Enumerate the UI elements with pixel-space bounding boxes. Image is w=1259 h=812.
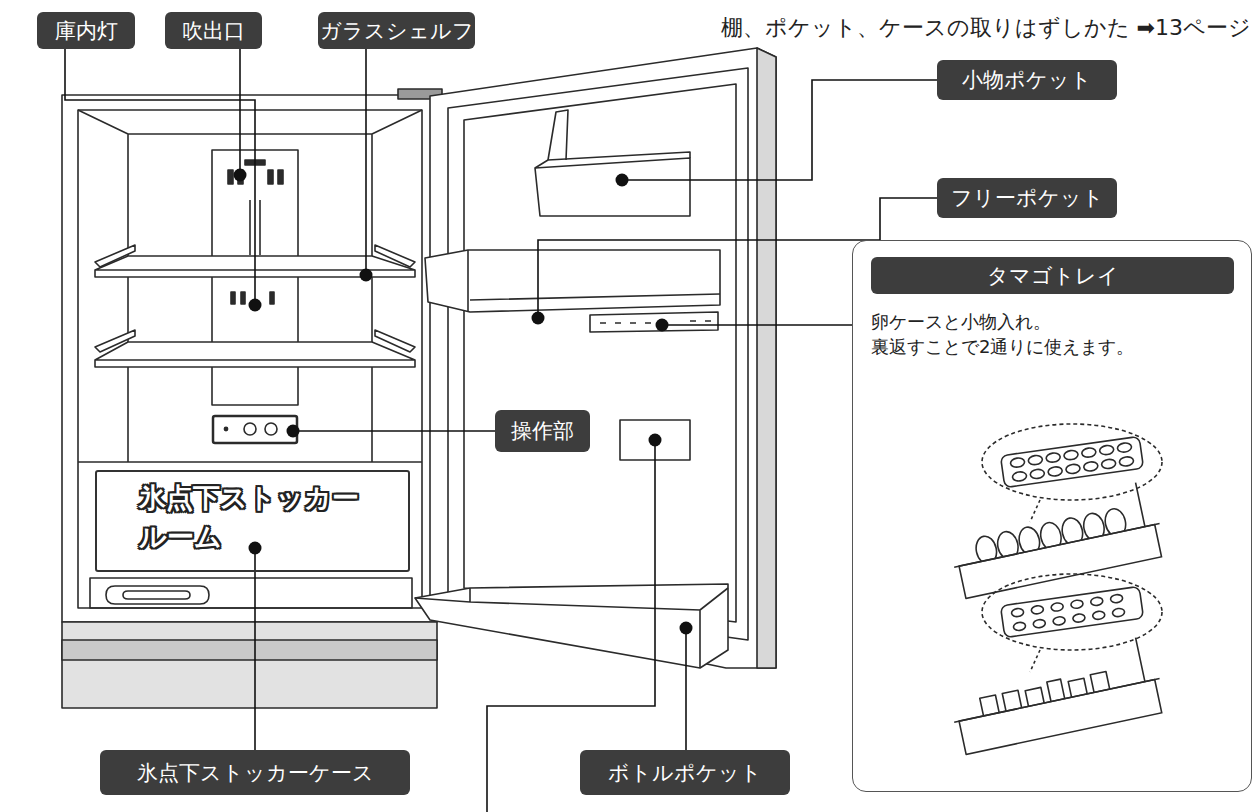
leader-dot bbox=[649, 434, 662, 447]
part-label: 吹出口 bbox=[165, 12, 262, 49]
cavity-edge bbox=[78, 110, 422, 608]
part-name: 操作部 bbox=[511, 417, 574, 445]
leader-line bbox=[622, 80, 937, 180]
part-label: 氷点下ストッカーケース bbox=[100, 750, 410, 795]
leader-dot bbox=[249, 542, 262, 555]
part-label: ガラスシェルフ bbox=[318, 12, 475, 49]
note-text: 卵ケースと小物入れ。 裏返すことで2通りに使えます。 bbox=[871, 309, 1216, 359]
part-label: タマゴトレイ bbox=[871, 257, 1234, 294]
glass-shelf bbox=[95, 342, 415, 367]
leader-dot bbox=[680, 622, 693, 635]
door-pocket bbox=[945, 479, 1160, 567]
door-panel bbox=[430, 48, 776, 668]
leader-line bbox=[65, 48, 255, 305]
door-pocket bbox=[945, 634, 1160, 722]
part-name: 小物ポケット bbox=[962, 66, 1092, 94]
small-pocket bbox=[535, 152, 690, 168]
indicator bbox=[224, 427, 227, 430]
case-handle bbox=[106, 586, 209, 604]
part-name: 庫内灯 bbox=[55, 17, 118, 45]
leader-dot bbox=[532, 312, 545, 325]
part-label: ボトルポケット bbox=[580, 750, 790, 795]
leader-dot bbox=[287, 425, 300, 438]
leader-line bbox=[239, 48, 241, 175]
bottle-pocket bbox=[415, 584, 728, 668]
stocker-front bbox=[90, 578, 412, 608]
leader-dot bbox=[234, 169, 247, 182]
tray bbox=[1000, 436, 1143, 487]
freezer-drawer bbox=[62, 622, 437, 708]
detail-outline bbox=[982, 424, 1162, 500]
door-edge bbox=[757, 48, 776, 668]
part-label: 操作部 bbox=[495, 410, 590, 452]
tray bbox=[1000, 586, 1143, 637]
part-name: フリーポケット bbox=[951, 184, 1104, 212]
vent-slot bbox=[231, 292, 235, 304]
leader-line bbox=[662, 324, 852, 326]
case-handle bbox=[123, 591, 190, 599]
leader-line bbox=[365, 48, 367, 275]
vent-slot bbox=[278, 170, 283, 184]
leader-dot bbox=[360, 269, 373, 282]
part-label: 小物ポケット bbox=[937, 60, 1117, 100]
part-label: フリーポケット bbox=[937, 178, 1117, 218]
detail-pointer bbox=[1030, 500, 1040, 522]
leader-dot bbox=[616, 174, 629, 187]
vent-slot bbox=[241, 292, 245, 304]
part-label: 庫内灯 bbox=[37, 12, 135, 49]
part-name: 吹出口 bbox=[182, 17, 245, 45]
control-button bbox=[265, 423, 277, 435]
free-pocket bbox=[468, 250, 720, 312]
tray-cup bbox=[1011, 594, 1125, 631]
control-panel bbox=[213, 416, 297, 443]
tray-drawing bbox=[1000, 436, 1143, 487]
leader-dot bbox=[656, 319, 669, 332]
shelf-rail bbox=[95, 330, 415, 352]
vent-slot bbox=[268, 170, 273, 184]
part-name: 氷点下ストッカーケース bbox=[137, 759, 374, 787]
pocket-drawing bbox=[945, 479, 1167, 599]
small-pocket bbox=[535, 158, 690, 216]
compartment-frame: 氷点下ストッカー ルーム bbox=[95, 470, 410, 572]
pocket-back bbox=[548, 110, 568, 160]
back-wall bbox=[78, 110, 422, 462]
detail-pointer bbox=[1030, 650, 1040, 672]
drawer-handle bbox=[62, 640, 437, 660]
part-name: 氷点下ストッカー ルーム bbox=[139, 478, 379, 556]
egg-tray bbox=[600, 321, 711, 323]
door-liner bbox=[464, 84, 736, 622]
leader-line bbox=[293, 430, 495, 432]
bottle-pocket bbox=[415, 588, 728, 668]
leader-line bbox=[254, 548, 256, 750]
part-name: ボトルポケット bbox=[608, 759, 762, 787]
callout-panel: 卵ケースと小物入れ。 裏返すことで2通りに使えます。 タマゴトレイ bbox=[852, 240, 1252, 792]
door-pocket bbox=[959, 680, 1162, 755]
part-name: タマゴトレイ bbox=[987, 262, 1119, 290]
vent-slot bbox=[228, 170, 233, 184]
egg-tray bbox=[590, 312, 718, 332]
free-pocket bbox=[425, 250, 720, 312]
control-button bbox=[244, 423, 256, 435]
vent-slot bbox=[270, 292, 274, 304]
door-gasket bbox=[448, 68, 748, 640]
pocket-drawing bbox=[945, 634, 1167, 755]
leader-line bbox=[685, 628, 687, 750]
cabinet-body bbox=[62, 95, 437, 622]
tray-drawing bbox=[1000, 586, 1143, 637]
leader-dot bbox=[249, 299, 262, 312]
egg-hole bbox=[1010, 442, 1134, 482]
part-name: ガラスシェルフ bbox=[320, 17, 474, 45]
page-reference: 棚、ポケット、ケースの取りはずしかた ➡13ページ bbox=[721, 13, 1251, 43]
